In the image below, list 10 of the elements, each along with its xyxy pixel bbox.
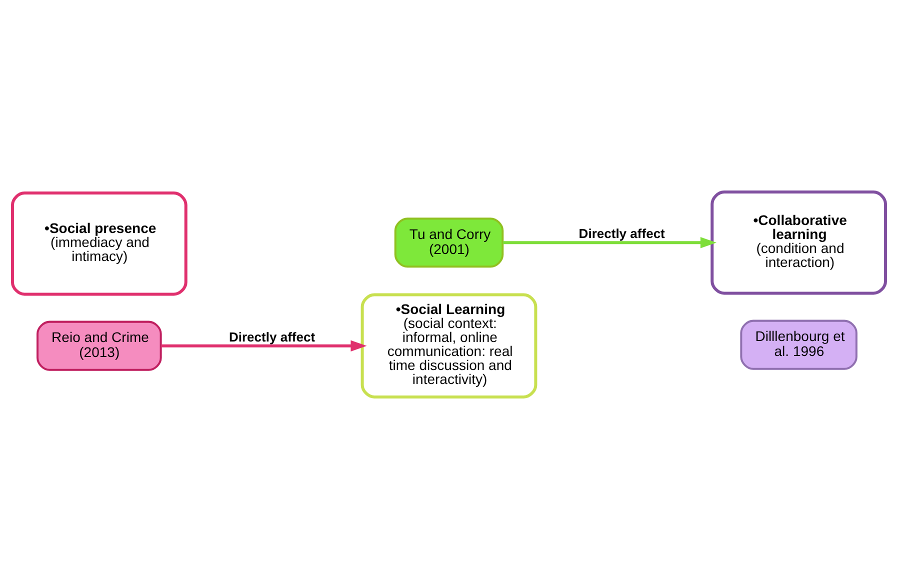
arrow xyxy=(161,340,367,351)
node-box: Tu and Corry (2001) xyxy=(394,217,504,268)
node-box: •Social Learning (social context: informal, online communication: real time discussion and interactivity) xyxy=(360,292,538,398)
node-box: •Social presence (immediacy and intimacy) xyxy=(10,191,188,296)
edge-label: Directly affect xyxy=(228,328,316,344)
node-box: Dilllenbourg et al. 1996 xyxy=(740,319,858,370)
node-box: •Collaborative learning (condition and interaction) xyxy=(710,190,888,294)
node-box: Reio and Crime (2013) xyxy=(36,320,162,370)
arrow xyxy=(502,236,717,248)
edge-label: Directly affect xyxy=(578,226,665,241)
